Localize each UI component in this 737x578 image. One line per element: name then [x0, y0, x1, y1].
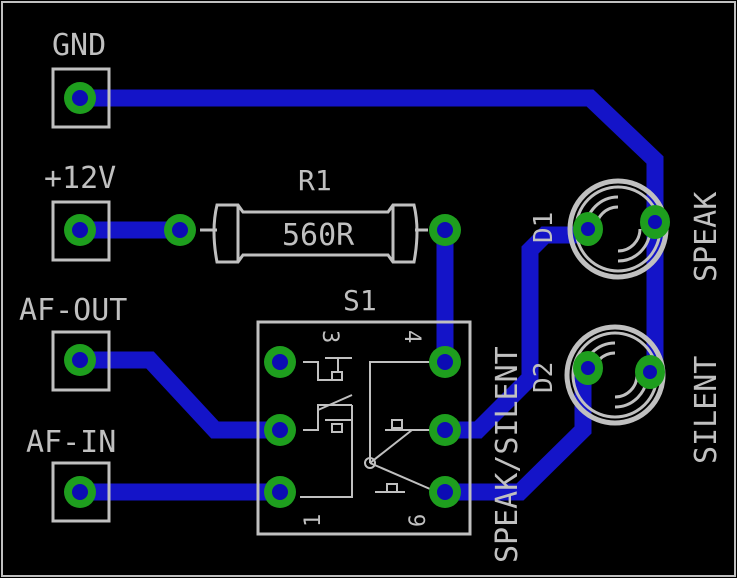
label-silent: SILENT: [689, 356, 724, 464]
trace-s1-d1: [445, 226, 588, 439]
label-s1-name: S1: [343, 284, 377, 317]
traces: [80, 89, 664, 501]
r1-body: [200, 203, 428, 264]
pad-s1-5: [429, 414, 461, 446]
label-speak: SPEAK: [689, 192, 724, 282]
afout-connector-outline: [51, 330, 111, 392]
pad-s1-2: [264, 414, 296, 446]
pad-afout: [64, 344, 96, 376]
s1-schematic: [300, 357, 438, 498]
label-pin1: 1: [301, 514, 326, 527]
label-pin4: 4: [399, 330, 424, 343]
pad-afin: [64, 476, 96, 508]
label-d2: D2: [529, 362, 559, 393]
label-r1-value: 560R: [282, 218, 355, 253]
label-speak-silent: SPEAK/SILENT: [490, 346, 525, 563]
v12-connector-outline: [51, 200, 111, 262]
s1-outline: [256, 320, 472, 536]
trace-gnd: [80, 89, 664, 220]
pad-d2-a: [573, 351, 603, 385]
label-gnd: GND: [52, 28, 106, 63]
pad-r1-2: [429, 214, 461, 246]
pad-s1-1: [264, 476, 296, 508]
label-12v: +12V: [44, 161, 116, 196]
trace-s1-d2: [445, 368, 592, 501]
pad-d1-a: [573, 212, 603, 246]
pad-12v: [64, 214, 96, 246]
pad-s1-3: [264, 346, 296, 378]
label-afin: AF-IN: [26, 425, 116, 460]
label-pin3: 3: [317, 330, 342, 343]
label-d1: D1: [529, 212, 559, 243]
label-pin6: 6: [406, 514, 431, 527]
pad-r1-1: [164, 214, 196, 246]
pads: [64, 82, 670, 508]
label-r1-name: R1: [298, 164, 332, 197]
pad-s1-6: [429, 476, 461, 508]
label-afout: AF-OUT: [19, 293, 127, 328]
trace-afout: [80, 351, 280, 439]
pad-d1-k: [640, 205, 670, 239]
s1-pivot: [364, 457, 376, 469]
pad-gnd: [64, 82, 96, 114]
afin-connector-outline: [51, 461, 111, 523]
pad-s1-4: [429, 346, 461, 378]
gnd-connector-outline: [51, 67, 111, 129]
pad-d2-k: [635, 355, 665, 389]
